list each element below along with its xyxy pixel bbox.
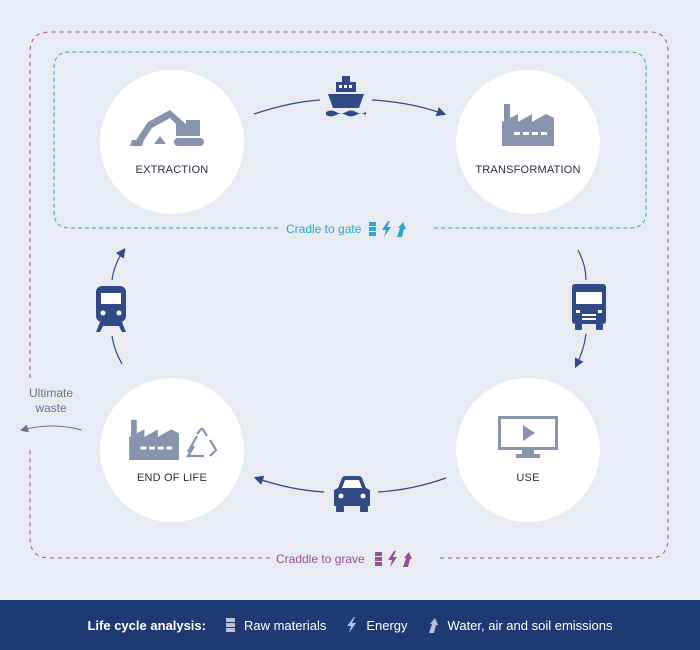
flow-to-ultimate-waste — [20, 424, 83, 433]
cradle-to-grave-boundary — [29, 31, 669, 559]
legend-label-energy: Energy — [366, 617, 408, 633]
factory-icon — [129, 419, 179, 460]
flow-truck-to-use — [574, 333, 587, 369]
excavator-icon — [130, 110, 204, 146]
gate-legend-icons — [369, 221, 407, 237]
cradle-to-grave-label: Craddle to grave — [276, 551, 421, 567]
raw-materials-icon — [225, 618, 235, 632]
legend-bar: Life cycle analysis: Raw materials Energ… — [0, 600, 700, 650]
ultimate-waste-label: Ultimate waste — [28, 386, 73, 415]
grave-legend-icons — [374, 551, 412, 567]
legend-item-energy: Energy — [346, 617, 408, 633]
node-extraction: EXTRACTION — [100, 70, 244, 214]
legend-label-raw-materials: Raw materials — [243, 617, 327, 633]
flow-use-to-car — [377, 477, 447, 493]
flow-end-of-life-to-train — [111, 335, 123, 365]
node-transformation: TRANSFORMATION — [456, 70, 600, 214]
recycle-icon — [186, 428, 218, 458]
flow-transformation-to-truck — [577, 249, 587, 281]
cradle-to-gate-boundary — [53, 51, 647, 229]
node-label-end-of-life: END OF LIFE — [136, 472, 208, 484]
flow-car-to-end-of-life — [253, 475, 325, 493]
monitor-play-icon — [498, 416, 558, 458]
node-end-of-life: END OF LIFE — [100, 378, 244, 522]
diagram-lines — [20, 31, 669, 559]
flow-train-to-extraction — [111, 248, 126, 281]
ship-icon — [326, 76, 366, 117]
legend-item-raw-materials: Raw materials — [225, 617, 327, 633]
node-label-extraction: EXTRACTION — [135, 164, 209, 176]
cradle-to-grave-text: Craddle to grave — [276, 552, 365, 566]
emissions-icon — [428, 618, 438, 633]
flow-extraction-to-ship — [253, 99, 321, 115]
legend-item-emissions: Water, air and soil emissions — [428, 617, 613, 633]
legend-label-emissions: Water, air and soil emissions — [447, 617, 613, 633]
train-icon — [96, 286, 126, 332]
cradle-to-gate-text: Cradle to gate — [286, 222, 362, 236]
cradle-to-gate-label: Cradle to gate — [286, 221, 415, 237]
life-cycle-diagram: EXTRACTION TRANSFORMATION USE — [20, 31, 669, 567]
car-icon — [334, 476, 370, 512]
energy-icon — [347, 617, 357, 633]
flow-ship-to-transformation — [371, 99, 447, 117]
node-use: USE — [456, 378, 600, 522]
truck-icon — [572, 284, 606, 330]
factory-icon — [502, 104, 554, 146]
node-label-use: USE — [516, 472, 540, 484]
legend-title: Life cycle analysis: — [87, 617, 206, 633]
node-label-transformation: TRANSFORMATION — [475, 164, 581, 176]
